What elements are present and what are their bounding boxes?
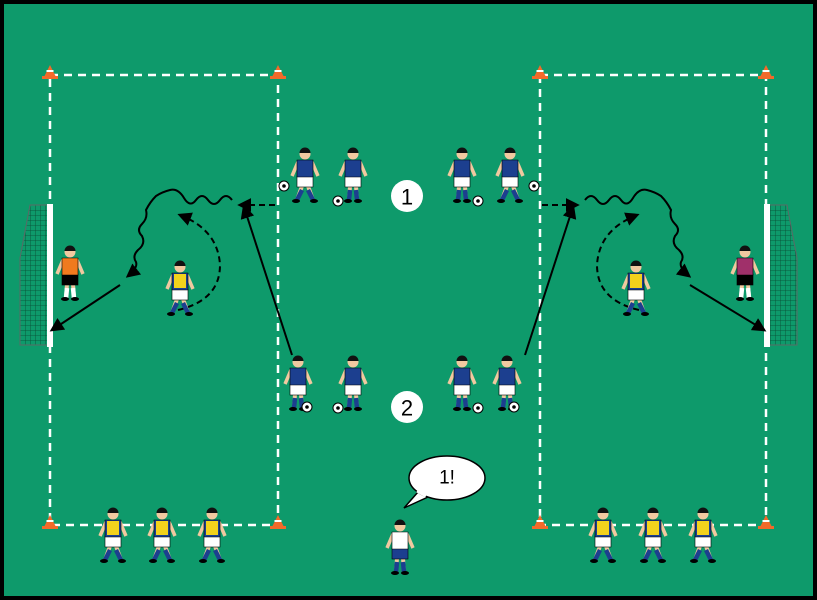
left-goal — [19, 204, 53, 347]
pitch — [4, 4, 813, 596]
right-goal — [764, 204, 798, 347]
defender-run-arrow — [595, 212, 640, 311]
attacking-player — [338, 355, 368, 411]
attacking-player — [290, 147, 320, 203]
run-arrow — [240, 204, 293, 356]
dribble-arrow — [584, 188, 692, 278]
ball-icon — [508, 401, 520, 413]
defender-yellow-bib — [165, 260, 195, 316]
waiting-defender — [688, 507, 718, 563]
attacking-player — [338, 147, 368, 203]
waiting-defender — [98, 507, 128, 563]
station-label-1: 1 — [391, 180, 423, 212]
waiting-defender — [197, 507, 227, 563]
attacking-player — [495, 147, 525, 203]
shot-arrow — [689, 284, 767, 332]
defender-yellow-bib — [621, 260, 651, 316]
ball-icon — [472, 195, 484, 207]
waiting-defender — [638, 507, 668, 563]
station-label-2: 2 — [391, 391, 423, 423]
movement-arrows — [49, 188, 767, 356]
waiting-defender — [588, 507, 618, 563]
attacking-player — [447, 147, 477, 203]
ball-icon — [528, 180, 540, 192]
ball-icon — [332, 195, 344, 207]
ball-icon — [472, 402, 484, 414]
coach-speech-bubble: 1! — [403, 455, 486, 509]
run-arrow — [524, 204, 577, 356]
attacking-player — [447, 355, 477, 411]
waiting-defender — [147, 507, 177, 563]
players — [55, 147, 760, 575]
ball-icon — [278, 180, 290, 192]
speech-text: 1! — [439, 468, 455, 489]
defender-run-arrow — [177, 212, 222, 311]
goalkeeper-right — [730, 245, 760, 301]
station-number: 2 — [401, 396, 413, 421]
coach — [385, 519, 415, 575]
station-number: 1 — [401, 185, 413, 210]
ball-icon — [301, 401, 313, 413]
dribble-arrow — [125, 188, 233, 278]
ball-icon — [332, 402, 344, 414]
shot-arrow — [49, 284, 121, 332]
goalkeeper-left — [55, 245, 85, 301]
attacking-player — [283, 355, 313, 411]
